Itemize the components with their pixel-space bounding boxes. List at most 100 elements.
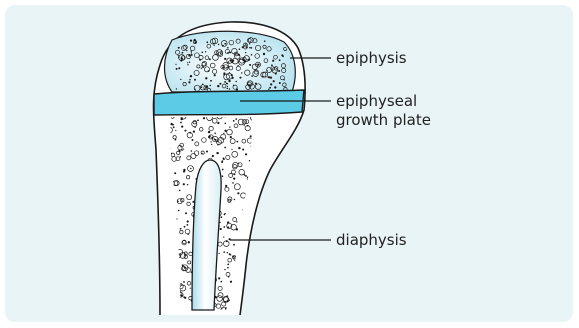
trabecula-dot: [263, 53, 265, 55]
trabecula-dot: [202, 66, 204, 68]
trabecula-dot: [178, 210, 180, 212]
trabecula-dot: [268, 89, 269, 90]
trabecula-dot: [238, 54, 240, 56]
trabecula-dot: [238, 147, 240, 149]
trabecula-dot: [190, 288, 191, 289]
trabecula-dot: [187, 62, 188, 63]
trabecula-dot: [175, 139, 177, 141]
trabecula-dot: [223, 237, 224, 238]
trabecula-dot: [181, 57, 183, 59]
trabecula-dot: [181, 149, 183, 151]
trabecula-dot: [240, 77, 242, 79]
trabecula-dot: [230, 59, 232, 61]
trabecula-dot: [264, 40, 266, 42]
trabecula-dot: [205, 77, 207, 79]
trabecula-dot: [178, 56, 180, 58]
trabecula-dot: [223, 74, 224, 75]
trabecula-dot: [181, 117, 183, 119]
trabecula-dot: [235, 118, 237, 120]
trabecula-dot: [178, 67, 180, 69]
trabecula-dot: [228, 80, 230, 82]
trabecula-dot: [210, 141, 211, 142]
trabecula-dot: [183, 281, 185, 283]
trabecula-dot: [206, 151, 208, 153]
trabecula-dot: [230, 281, 232, 283]
trabecula-dot: [234, 199, 235, 200]
trabecula-dot: [251, 54, 253, 56]
trabecula-dot: [214, 138, 216, 140]
trabecula-dot: [228, 300, 230, 302]
trabecula-dot: [252, 297, 254, 299]
trabecula-dot: [185, 130, 187, 132]
trabecula-dot: [230, 136, 232, 138]
trabecula-dot: [187, 64, 188, 65]
trabecula-dot: [241, 72, 242, 73]
trabecula-dot: [217, 144, 219, 146]
growth-plate-label-line1: epiphyseal: [336, 92, 417, 110]
trabecula-dot: [191, 54, 193, 56]
trabecula-dot: [242, 149, 244, 151]
trabecula-dot: [192, 139, 194, 141]
trabecula-dot: [225, 185, 227, 187]
trabecula-dot: [194, 79, 196, 81]
trabecula-dot: [187, 220, 189, 222]
trabecula-dot: [232, 256, 234, 258]
trabecula-dot: [176, 88, 177, 89]
trabecula-dot: [220, 216, 222, 218]
trabecula-dot: [233, 120, 235, 122]
trabecula-dot: [249, 43, 250, 44]
trabecula-dot: [222, 160, 224, 162]
trabecula-dot: [239, 48, 241, 50]
trabecula-dot: [273, 80, 275, 82]
trabecula-dot: [219, 83, 221, 85]
trabecula-dot: [223, 72, 225, 74]
trabecula-dot: [202, 52, 204, 54]
trabecula-dot: [208, 70, 210, 72]
trabecula-dot: [201, 68, 202, 69]
trabecula-dot: [206, 41, 208, 43]
trabecula-dot: [250, 47, 252, 49]
trabecula-dot: [223, 158, 225, 160]
trabecula-dot: [187, 224, 189, 226]
trabecula-dot: [183, 296, 185, 298]
trabecula-dot: [217, 122, 219, 124]
trabecula-dot: [223, 251, 225, 253]
trabecula-dot: [206, 87, 207, 88]
trabecula-dot: [175, 64, 176, 65]
trabecula-dot: [212, 155, 214, 157]
trabecula-dot: [270, 83, 272, 85]
diaphysis-label: diaphysis: [336, 231, 407, 249]
trabecula-dot: [183, 149, 184, 150]
trabecula-dot: [187, 184, 188, 185]
trabecula-dot: [226, 83, 227, 84]
trabecula-dot: [222, 175, 224, 177]
trabecula-dot: [229, 72, 230, 73]
trabecula-dot: [176, 68, 178, 70]
trabecula-dot: [228, 61, 229, 62]
trabecula-dot: [197, 120, 199, 122]
trabecula-dot: [201, 65, 202, 66]
trabecula-dot: [224, 130, 226, 132]
trabecula-dot: [245, 44, 246, 45]
trabecula-dot: [220, 228, 222, 230]
trabecula-dot: [174, 172, 176, 174]
trabecula-dot: [249, 47, 250, 48]
trabecula-dot: [279, 82, 281, 84]
trabecula-dot: [252, 252, 254, 254]
trabecula-dot: [209, 85, 211, 87]
trabecula-dot: [184, 226, 186, 228]
trabecula-dot: [271, 64, 273, 66]
trabecula-dot: [180, 122, 182, 124]
trabecula-dot: [224, 81, 226, 83]
trabecula-dot: [184, 170, 186, 172]
trabecula-dot: [245, 284, 247, 286]
trabecula-dot: [179, 190, 181, 192]
trabecula-dot: [236, 81, 237, 82]
trabecula-dot: [245, 52, 246, 53]
trabecula-dot: [237, 192, 239, 194]
trabecula-dot: [227, 267, 229, 269]
trabecula-dot: [269, 76, 271, 78]
trabecula-dot: [190, 40, 192, 42]
trabecula-dot: [227, 88, 229, 90]
trabecula-dot: [225, 307, 227, 309]
